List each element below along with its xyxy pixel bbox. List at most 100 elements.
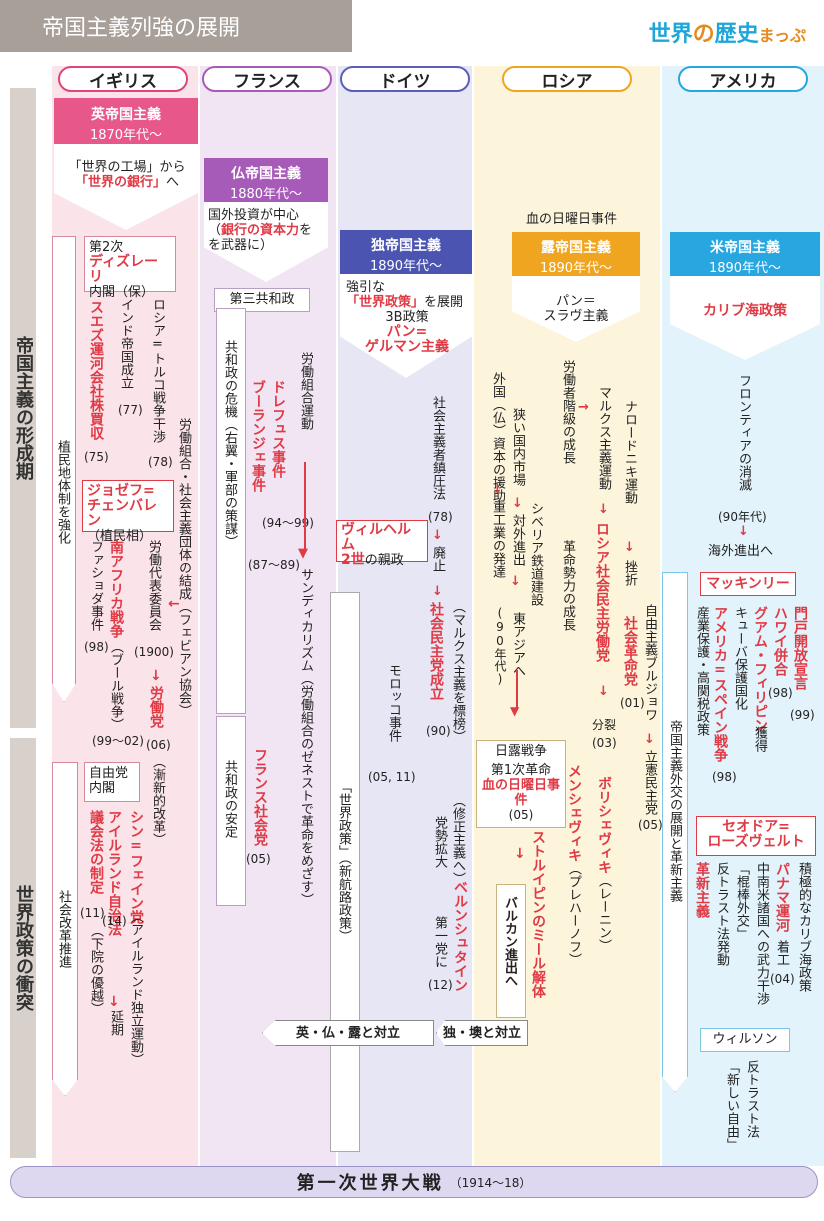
uk-ireland-year: (14) bbox=[102, 914, 127, 928]
fr-head-title: 仏帝国主義 bbox=[231, 166, 301, 182]
de-abolish: 廃止 bbox=[430, 546, 445, 572]
fr-socialist: フランス社会党 bbox=[252, 748, 268, 846]
us-roosevelt-box: セオドア= ローズヴェルト bbox=[696, 816, 816, 856]
ru-bloody: 血の日曜日事件 bbox=[481, 778, 560, 808]
fr-dreyfus: ドレフュス事件 bbox=[270, 380, 286, 478]
disraeli-3: 内閣（保） bbox=[89, 285, 155, 300]
de-anti-year: (78) bbox=[428, 510, 453, 524]
us-wilson: ウィルソン bbox=[700, 1028, 790, 1052]
ru-market: 狭い国内市場 bbox=[510, 408, 525, 486]
uk-boer-year: (99〜02) bbox=[92, 734, 144, 748]
uk-sub2-red: 「世界の銀行」 bbox=[74, 175, 166, 190]
ru-east-asia: 東アジアへ bbox=[510, 612, 525, 677]
us-panama: パナマ運河 bbox=[774, 862, 790, 932]
ru-arrow bbox=[516, 670, 518, 710]
uk-india-year: (77) bbox=[118, 403, 143, 417]
ru-sr: 社会革命党 bbox=[622, 616, 638, 686]
ru-liberal-b: 自由主義ブルジョワ bbox=[642, 604, 657, 721]
ru-rev1: 第1次革命 bbox=[490, 763, 552, 778]
us-hawaii: ハワイ併合 bbox=[772, 606, 788, 676]
uk-india: インド帝国成立 bbox=[118, 298, 133, 389]
chamberlain-2: チェンバレン bbox=[87, 498, 157, 529]
uk-parliament-tail: （下院の優越） bbox=[88, 924, 103, 1015]
uk-colony-text: 植民地体制を強化 bbox=[55, 440, 70, 544]
ru-marx: マルクス主義運動 bbox=[596, 386, 611, 490]
column-header-uk: イギリス bbox=[58, 66, 188, 92]
ru-sub1: パン＝ bbox=[556, 294, 596, 309]
down-arrow-icon: ↓ bbox=[598, 502, 609, 517]
column-header-ru: ロシア bbox=[502, 66, 632, 92]
ru-sr-year: (01) bbox=[620, 696, 645, 710]
uk-sinn: シン=フェイン党 bbox=[128, 810, 144, 924]
ru-menshevik: メンシェヴィキ bbox=[566, 764, 582, 862]
de-morocco-year: (05, 11) bbox=[368, 770, 416, 784]
down-arrow-icon: ▼ bbox=[510, 704, 520, 718]
uk-suez: スエズ運河会社株買収 bbox=[88, 300, 104, 440]
fr-sub-red: 銀行の資本力 bbox=[221, 223, 300, 238]
down-arrow-icon: ↓ bbox=[510, 574, 521, 589]
conflict-right: 独・墺と対立 bbox=[436, 1020, 528, 1046]
logo-part: の bbox=[692, 22, 715, 47]
disraeli-2: ディズレーリ bbox=[89, 254, 159, 285]
uk-social-arrow bbox=[52, 762, 78, 1096]
ru-setback: 挫折 bbox=[622, 560, 637, 586]
conflict-left: 英・仏・露と対立 bbox=[262, 1020, 434, 1046]
ru-menshevik-tail: （プレハーノフ） bbox=[566, 862, 581, 966]
wilhelm-box: ヴィルヘルム 2世の親政 bbox=[336, 520, 428, 568]
fr-sub1: 国外投資が中心 bbox=[208, 208, 300, 223]
de-morocco: モロッコ事件 bbox=[386, 664, 401, 742]
uk-head: 英帝国主義 1870年代〜 bbox=[54, 98, 198, 144]
uk-labour-party-year: (06) bbox=[146, 738, 171, 752]
logo-part: 歴史 bbox=[714, 22, 759, 47]
ru-stolypin: ストルイピンのミール解体 bbox=[530, 830, 546, 998]
ru-balkan-box bbox=[496, 884, 526, 1018]
page-title: 帝国主義列強の展開 bbox=[0, 0, 352, 52]
us-guam: グアム・フィリピン bbox=[752, 606, 768, 732]
ru-siberia-year: (90年代) bbox=[493, 606, 507, 686]
ru-narodnik: ナロードニキ運動 bbox=[622, 400, 637, 504]
fr-head-date: 1880年代〜 bbox=[229, 187, 303, 202]
us-latin: 中南米諸国への武力干渉 bbox=[754, 862, 769, 1005]
uk-ireland: アイルランド自治法 bbox=[106, 810, 122, 936]
uk-delay: 延期 bbox=[108, 1010, 123, 1036]
de-first: 第一党に bbox=[432, 916, 447, 968]
down-arrow-icon: ↓ bbox=[150, 668, 162, 684]
uk-boer-tail: （ブール戦争） bbox=[108, 640, 123, 731]
uk-parliament: 議会法の制定 bbox=[88, 810, 104, 894]
chamberlain-3: （植民相） bbox=[87, 529, 153, 544]
down-arrow-icon: ↓ bbox=[598, 684, 609, 699]
ru-head-date: 1890年代〜 bbox=[539, 261, 613, 276]
uk-labor-org: 労働組合・社会主義団体の結成（フェビアン協会） bbox=[176, 418, 191, 717]
fr-syndicalism: サンディカリズム（労働組合のゼネストで革命をめざす） bbox=[298, 568, 313, 906]
us-cuba: キューバ保護国化 bbox=[732, 606, 747, 710]
period-label-formation: 帝国主義の形成期 bbox=[10, 88, 36, 728]
uk-head-title: 英帝国主義 bbox=[91, 107, 161, 123]
uk-sub1: 「世界の工場」から bbox=[68, 160, 186, 175]
liberal-2: 内閣 bbox=[89, 781, 116, 796]
down-arrow-icon: ↓ bbox=[514, 846, 526, 862]
ru-external: 対外進出 bbox=[510, 514, 525, 566]
uk-sub: 「世界の工場」から 「世界の銀行」へ bbox=[60, 160, 194, 190]
de-sub2-tail: を展開 bbox=[424, 295, 464, 310]
fr-labor-arrow bbox=[304, 462, 306, 552]
ru-rjwar-box: 日露戦争 第1次革命 血の日曜日事件 (05) bbox=[476, 740, 566, 828]
down-arrow-icon: ↓ bbox=[108, 994, 120, 1010]
us-overseas: 海外進出へ bbox=[708, 544, 774, 559]
ru-sub2: スラヴ主義 bbox=[543, 309, 609, 324]
uk-suez-year: (75) bbox=[84, 450, 109, 464]
down-arrow-icon: ↓ bbox=[512, 496, 523, 511]
ru-split: 分裂 bbox=[592, 718, 617, 732]
us-frontier-year: (90年代) bbox=[718, 510, 767, 524]
de-head: 独帝国主義 1890年代〜 bbox=[340, 230, 472, 274]
us-antitrust: 反トラスト法発動 bbox=[714, 862, 729, 966]
down-arrow-icon: ↓ bbox=[738, 524, 749, 539]
down-arrow-icon: ↓ bbox=[644, 732, 655, 747]
fr-boulanger: ブーランジェ事件 bbox=[250, 380, 266, 492]
fr-sub: 国外投資が中心 （銀行の資本力を を武器に） bbox=[208, 208, 328, 253]
ru-head: 露帝国主義 1890年代〜 bbox=[512, 232, 640, 276]
de-bernstein: ベルンシュタイン bbox=[452, 880, 468, 992]
column-header-fr: フランス bbox=[202, 66, 332, 92]
right-arrow-icon: → bbox=[578, 400, 589, 415]
us-guam-tail: 獲得 bbox=[752, 726, 767, 752]
us-caribbean2: 積極的なカリブ海政策 bbox=[796, 862, 811, 992]
